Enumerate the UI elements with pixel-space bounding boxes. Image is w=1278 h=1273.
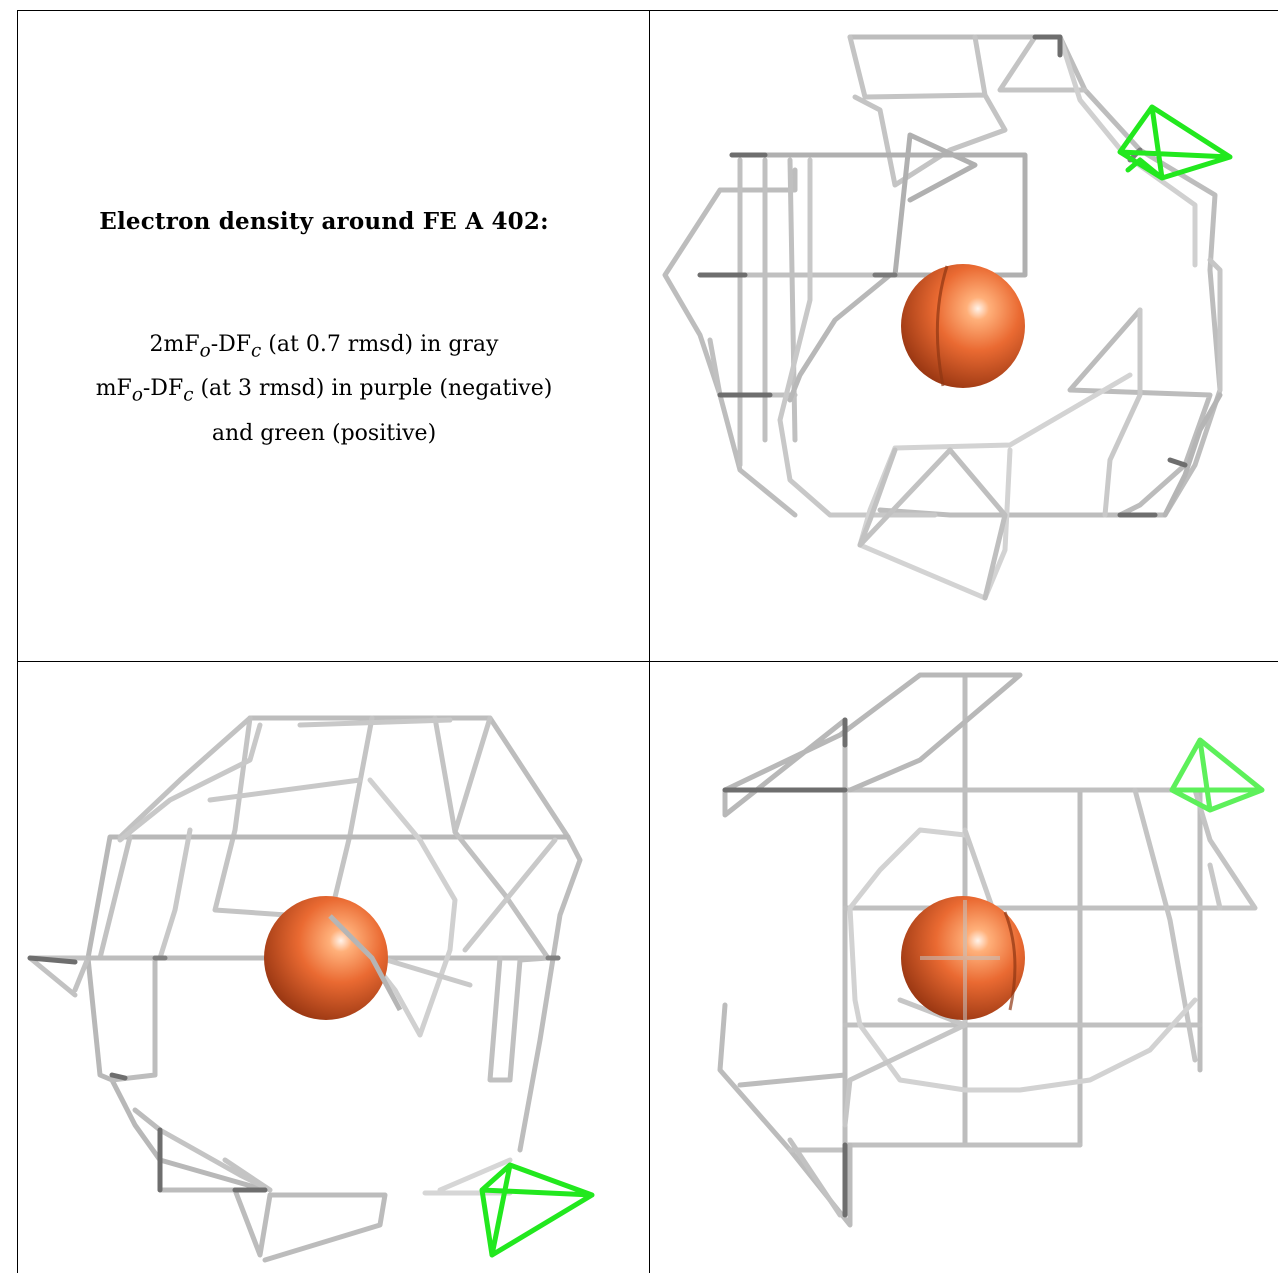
density-mesh-green <box>1117 104 1233 181</box>
density-mesh-gray <box>27 715 583 1263</box>
legend-line-difference: mFo-DFc (at 3 rmsd) in purple (negative) <box>18 370 630 414</box>
legend-sub: c <box>251 340 262 362</box>
legend-text: 2mFo-DFc (at 0.7 rmsd) in gray mFo-DFc (… <box>18 326 630 453</box>
grid-border-left <box>17 10 18 1273</box>
legend-term: 2mF <box>149 332 200 357</box>
legend-term: -DF <box>142 376 184 402</box>
density-mesh-dark <box>27 955 561 1193</box>
density-mesh-green <box>479 1162 595 1258</box>
grid-border-top <box>17 10 1278 11</box>
grid-divider-vertical <box>649 10 650 1273</box>
caption-cell: Electron density around FE A 402: 2mFo-D… <box>18 10 630 652</box>
legend-sub: o <box>199 340 211 362</box>
view-bottom-left <box>18 662 649 1273</box>
figure-title: Electron density around FE A 402: <box>99 208 549 235</box>
legend-sub: c <box>183 384 194 406</box>
fe-atom <box>901 264 1025 388</box>
legend-line-positive: and green (positive) <box>211 420 437 446</box>
legend-line-gray: 2mFo-DFc (at 0.7 rmsd) in gray <box>18 326 630 370</box>
fe-atom <box>264 896 403 1020</box>
legend-term: mF <box>95 376 132 402</box>
legend-sub: o <box>131 384 143 406</box>
view-bottom-right <box>650 662 1278 1273</box>
density-mesh-gray <box>717 672 1258 1228</box>
fe-atom <box>901 896 1025 1020</box>
legend-desc: (at 0.7 rmsd) in gray <box>261 332 499 357</box>
legend-term: -DF <box>210 332 252 357</box>
grid-divider-horizontal <box>17 661 1278 662</box>
view-top-right <box>650 11 1278 661</box>
legend-desc: (at 3 rmsd) in purple (negative) <box>193 376 553 402</box>
density-mesh-green <box>1169 737 1265 813</box>
